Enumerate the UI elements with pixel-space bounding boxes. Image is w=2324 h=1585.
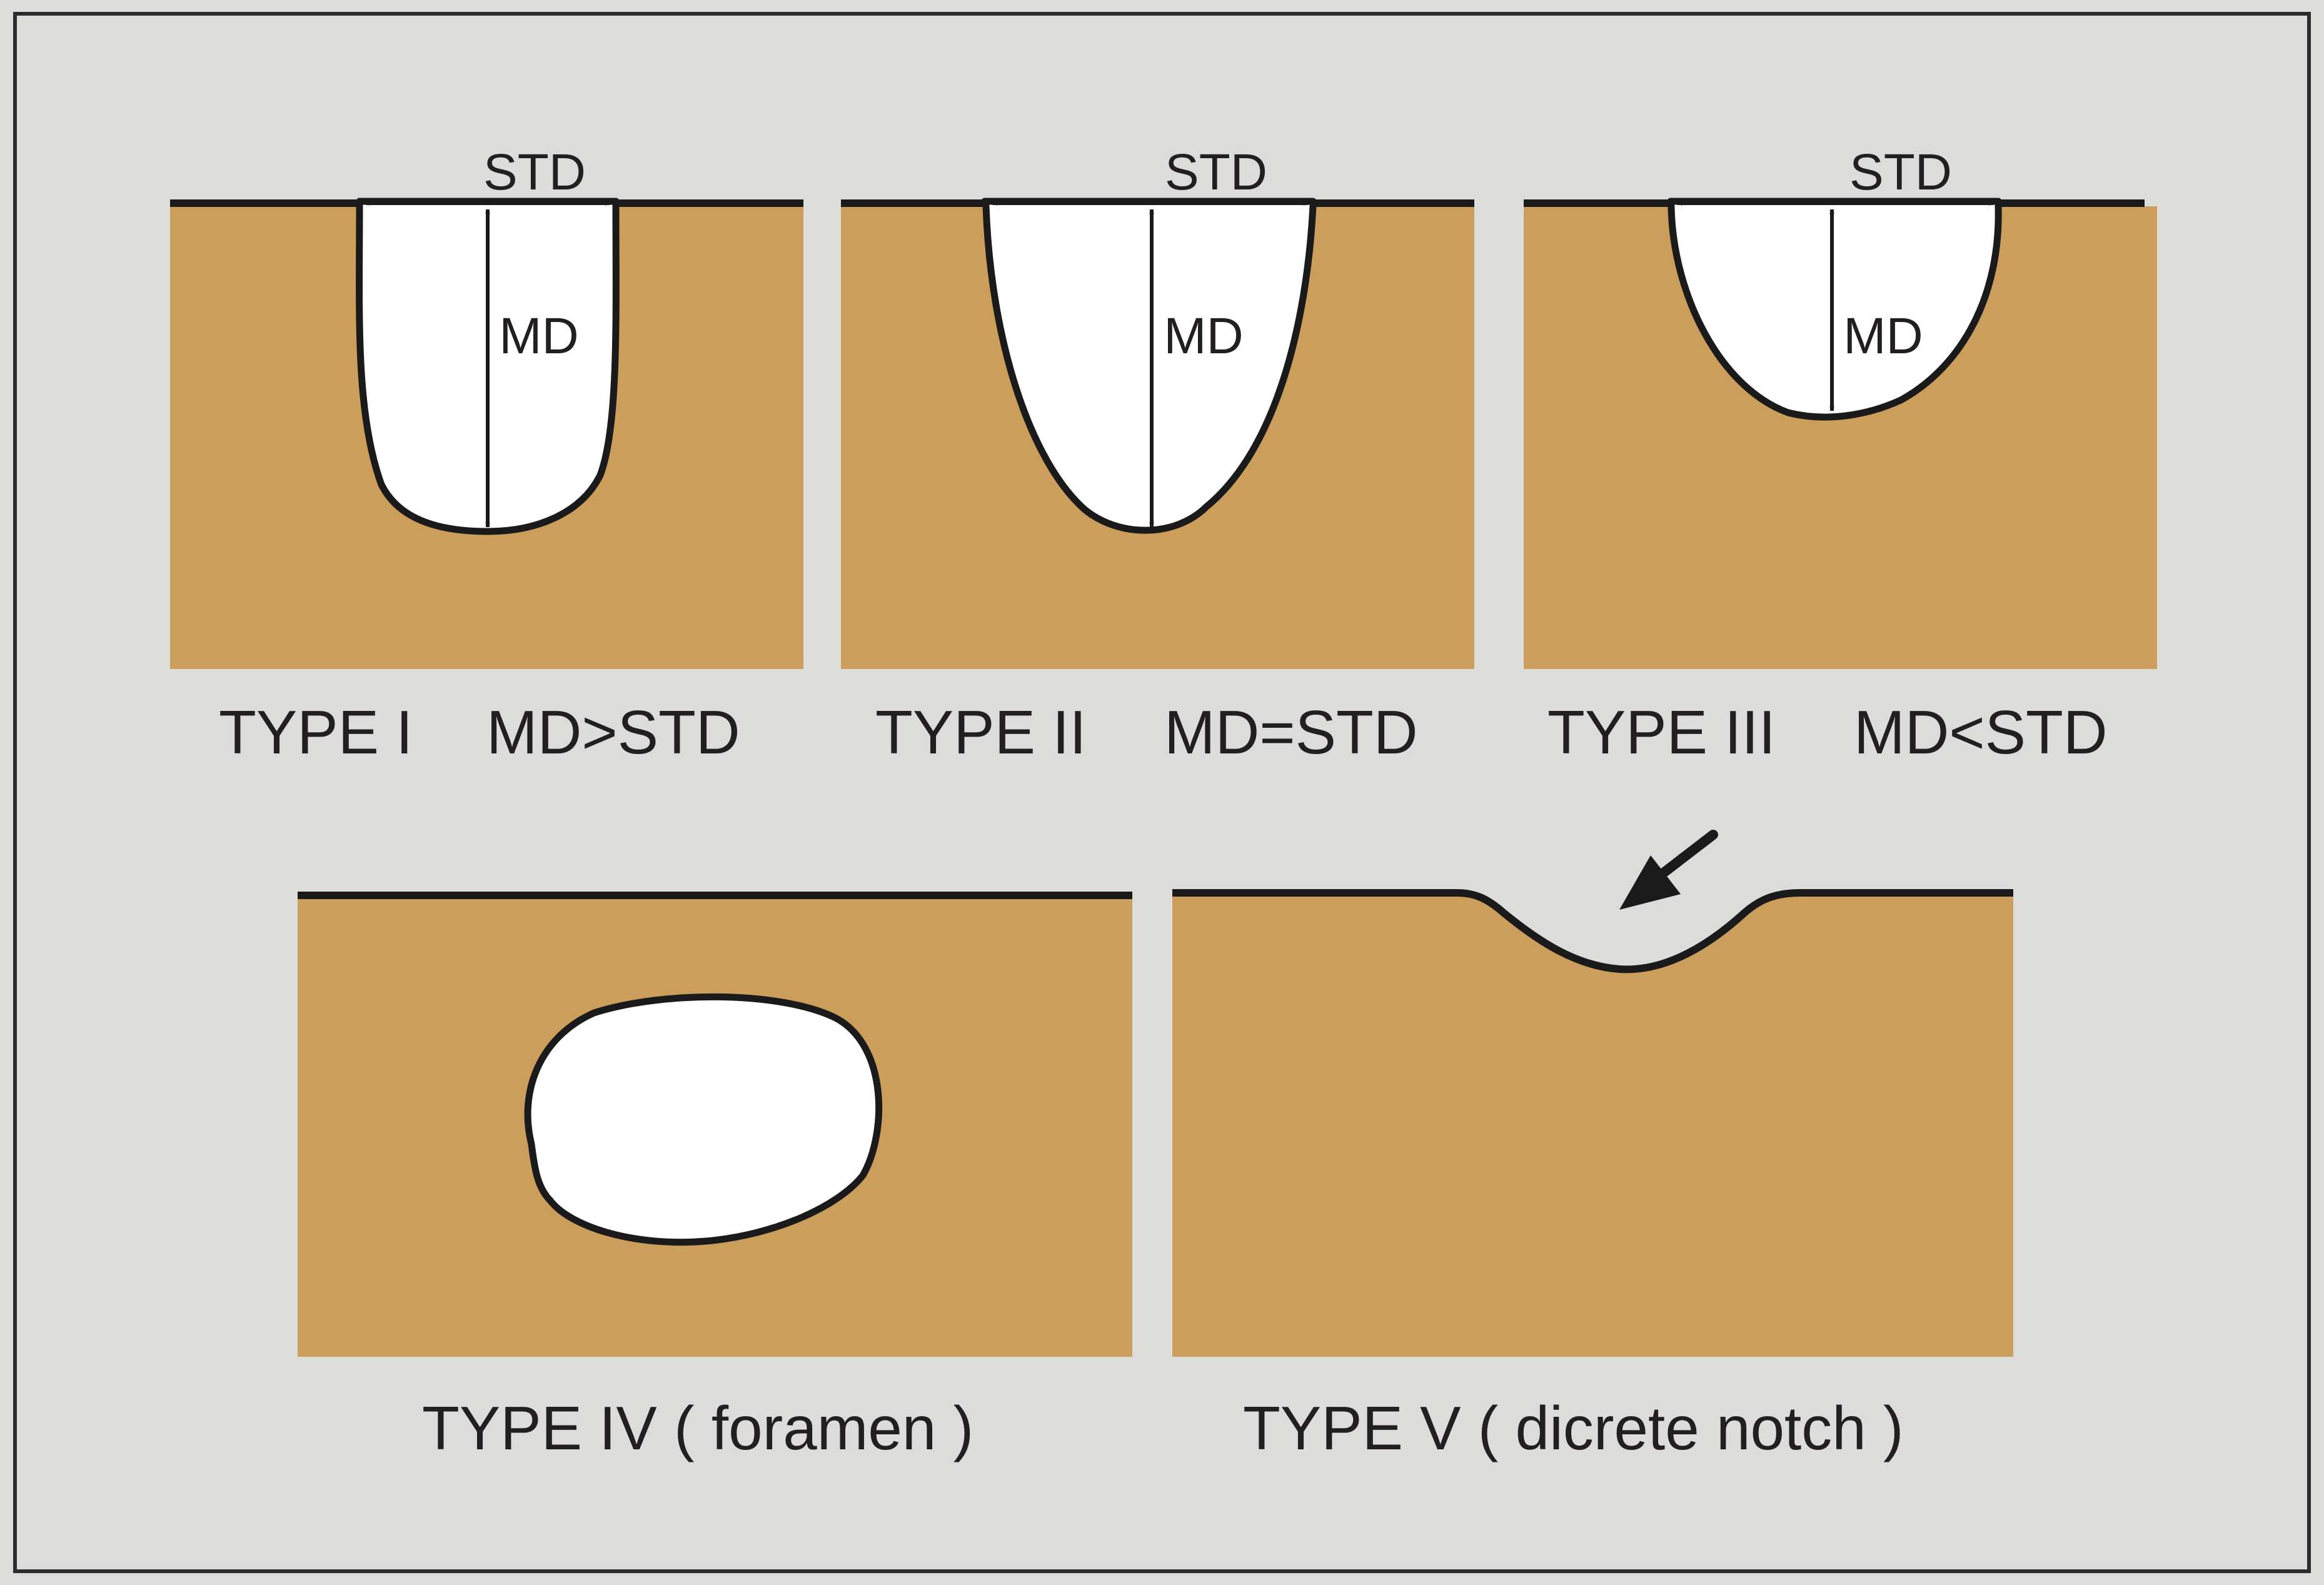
std-label: STD — [1165, 144, 1267, 201]
type-caption: TYPE V ( dicrete notch ) — [1243, 1394, 1904, 1462]
type-caption: TYPE II — [875, 698, 1087, 767]
type-2-panel: STD MD TYPE II MD=STD — [841, 144, 1474, 767]
std-label: STD — [1849, 144, 1952, 201]
type-caption: TYPE IV ( foramen ) — [422, 1394, 973, 1462]
type-caption: TYPE I — [219, 698, 413, 767]
md-label: MD — [499, 308, 579, 365]
relation-caption: MD=STD — [1164, 698, 1418, 767]
arrow-icon — [1619, 830, 1718, 910]
md-label: MD — [1164, 308, 1244, 365]
type-caption: TYPE III — [1547, 698, 1776, 767]
type-1-panel: STD MD TYPE I MD>STD — [170, 144, 803, 767]
notch-cavity — [1667, 198, 2002, 421]
foramen-cavity — [524, 993, 883, 1246]
surface-line — [1172, 889, 2013, 974]
std-label: STD — [483, 144, 586, 201]
type-4-panel: TYPE IV ( foramen ) — [298, 892, 1132, 1462]
relation-caption: MD>STD — [486, 698, 740, 767]
relation-caption: MD<STD — [1854, 698, 2108, 767]
bone-block — [1172, 893, 2013, 1357]
diagram-frame — [13, 12, 2311, 1573]
type-3-panel: STD MD TYPE III MD<STD — [1524, 144, 2157, 767]
md-label: MD — [1843, 308, 1923, 365]
notch-cavity — [981, 198, 1317, 534]
type-5-panel: TYPE V ( dicrete notch ) — [1172, 830, 2013, 1462]
